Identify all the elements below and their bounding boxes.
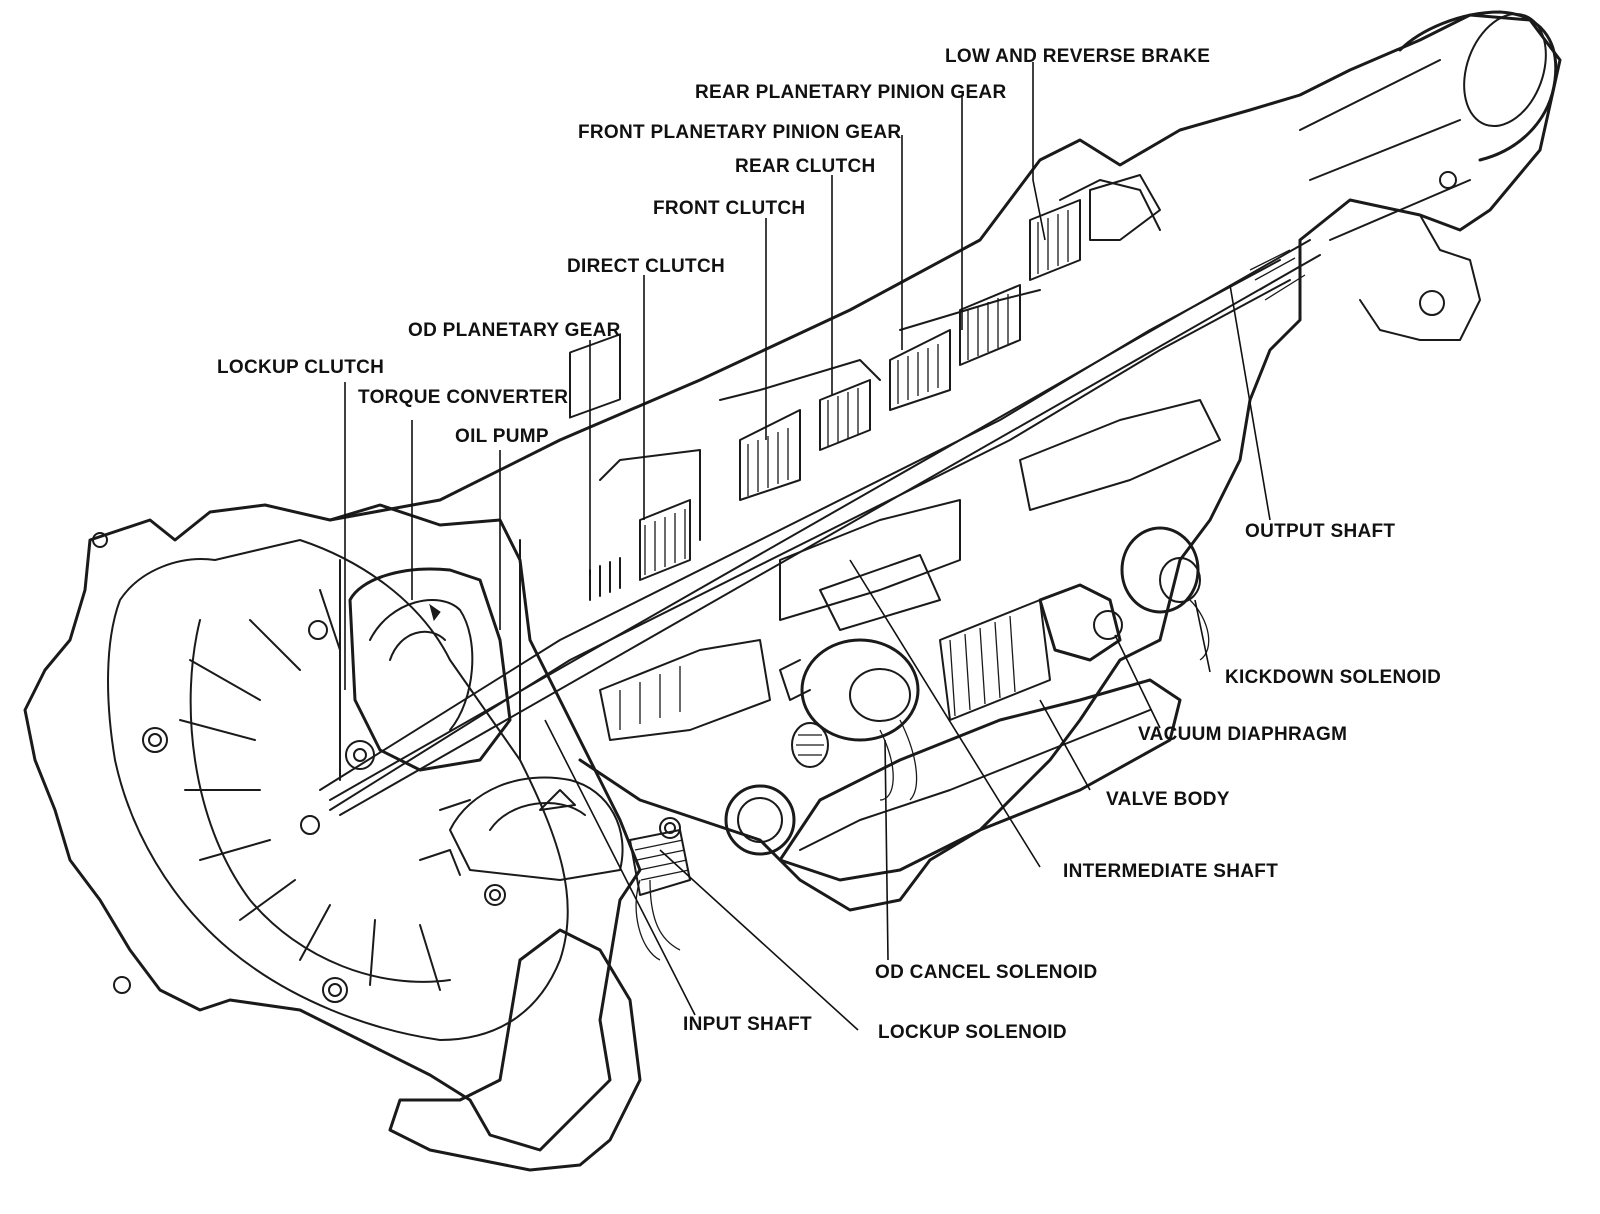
output-flange bbox=[1463, 12, 1547, 128]
label-output-shaft: OUTPUT SHAFT bbox=[1245, 521, 1395, 542]
label-vacuum-diaphragm: VACUUM DIAPHRAGM bbox=[1138, 724, 1347, 745]
leader-lines bbox=[344, 62, 1271, 1031]
label-lockup-solenoid: LOCKUP SOLENOID bbox=[878, 1022, 1067, 1043]
label-input-shaft: INPUT SHAFT bbox=[683, 1014, 812, 1035]
label-torque-converter: TORQUE CONVERTER bbox=[358, 387, 568, 408]
extension-housing bbox=[1398, 10, 1558, 162]
clutch-section bbox=[739, 379, 871, 501]
label-low-and-reverse-brake: LOW AND REVERSE BRAKE bbox=[945, 46, 1210, 67]
bell-housing-rim bbox=[107, 539, 569, 1041]
valve-body-section bbox=[599, 399, 1221, 882]
planetary-section bbox=[889, 284, 1021, 411]
oil-pump bbox=[419, 776, 624, 881]
label-rear-clutch: REAR CLUTCH bbox=[735, 156, 876, 177]
label-intermediate-shaft: INTERMEDIATE SHAFT bbox=[1063, 861, 1278, 882]
callout-labels: LOW AND REVERSE BRAKE REAR PLANETARY PIN… bbox=[217, 46, 1441, 1043]
leader-intermediate-shaft bbox=[849, 559, 1041, 868]
converter-shroud-fins bbox=[179, 589, 451, 991]
leader-low-and-reverse-brake bbox=[1032, 62, 1046, 241]
low-reverse-brake-section bbox=[1029, 174, 1161, 281]
od-section bbox=[569, 333, 691, 601]
main-case bbox=[328, 13, 1562, 912]
leader-output-shaft bbox=[1229, 284, 1271, 521]
label-valve-body: VALVE BODY bbox=[1106, 789, 1230, 810]
solenoids bbox=[635, 526, 1210, 961]
label-od-cancel-solenoid: OD CANCEL SOLENOID bbox=[875, 962, 1098, 983]
leader-valve-body bbox=[1039, 699, 1091, 791]
label-kickdown-solenoid: KICKDOWN SOLENOID bbox=[1225, 667, 1441, 688]
bolt-bosses bbox=[92, 532, 681, 1003]
leader-lockup-solenoid bbox=[659, 849, 859, 1031]
torque-converter bbox=[345, 567, 512, 772]
leader-kickdown-solenoid bbox=[1194, 599, 1211, 673]
label-front-planetary-pinion-gear: FRONT PLANETARY PINION GEAR bbox=[578, 122, 901, 143]
label-front-clutch: FRONT CLUTCH bbox=[653, 198, 805, 219]
label-lockup-clutch: LOCKUP CLUTCH bbox=[217, 357, 384, 378]
case-inner-walls bbox=[319, 179, 1291, 811]
leader-input-shaft bbox=[544, 719, 696, 1016]
lockup-solenoid-body bbox=[629, 829, 691, 896]
leader-vacuum-diaphragm bbox=[1114, 634, 1161, 729]
bell-housing bbox=[23, 503, 642, 1152]
label-rear-planetary-pinion-gear: REAR PLANETARY PINION GEAR bbox=[695, 82, 1006, 103]
mounting-foot bbox=[388, 928, 642, 1172]
transmission-drawing bbox=[23, 10, 1562, 1172]
leader-od-cancel-solenoid bbox=[884, 739, 889, 961]
label-od-planetary-gear: OD PLANETARY GEAR bbox=[408, 320, 621, 341]
main-shaft bbox=[329, 239, 1321, 816]
label-oil-pump: OIL PUMP bbox=[455, 426, 549, 447]
label-direct-clutch: DIRECT CLUTCH bbox=[567, 256, 725, 277]
